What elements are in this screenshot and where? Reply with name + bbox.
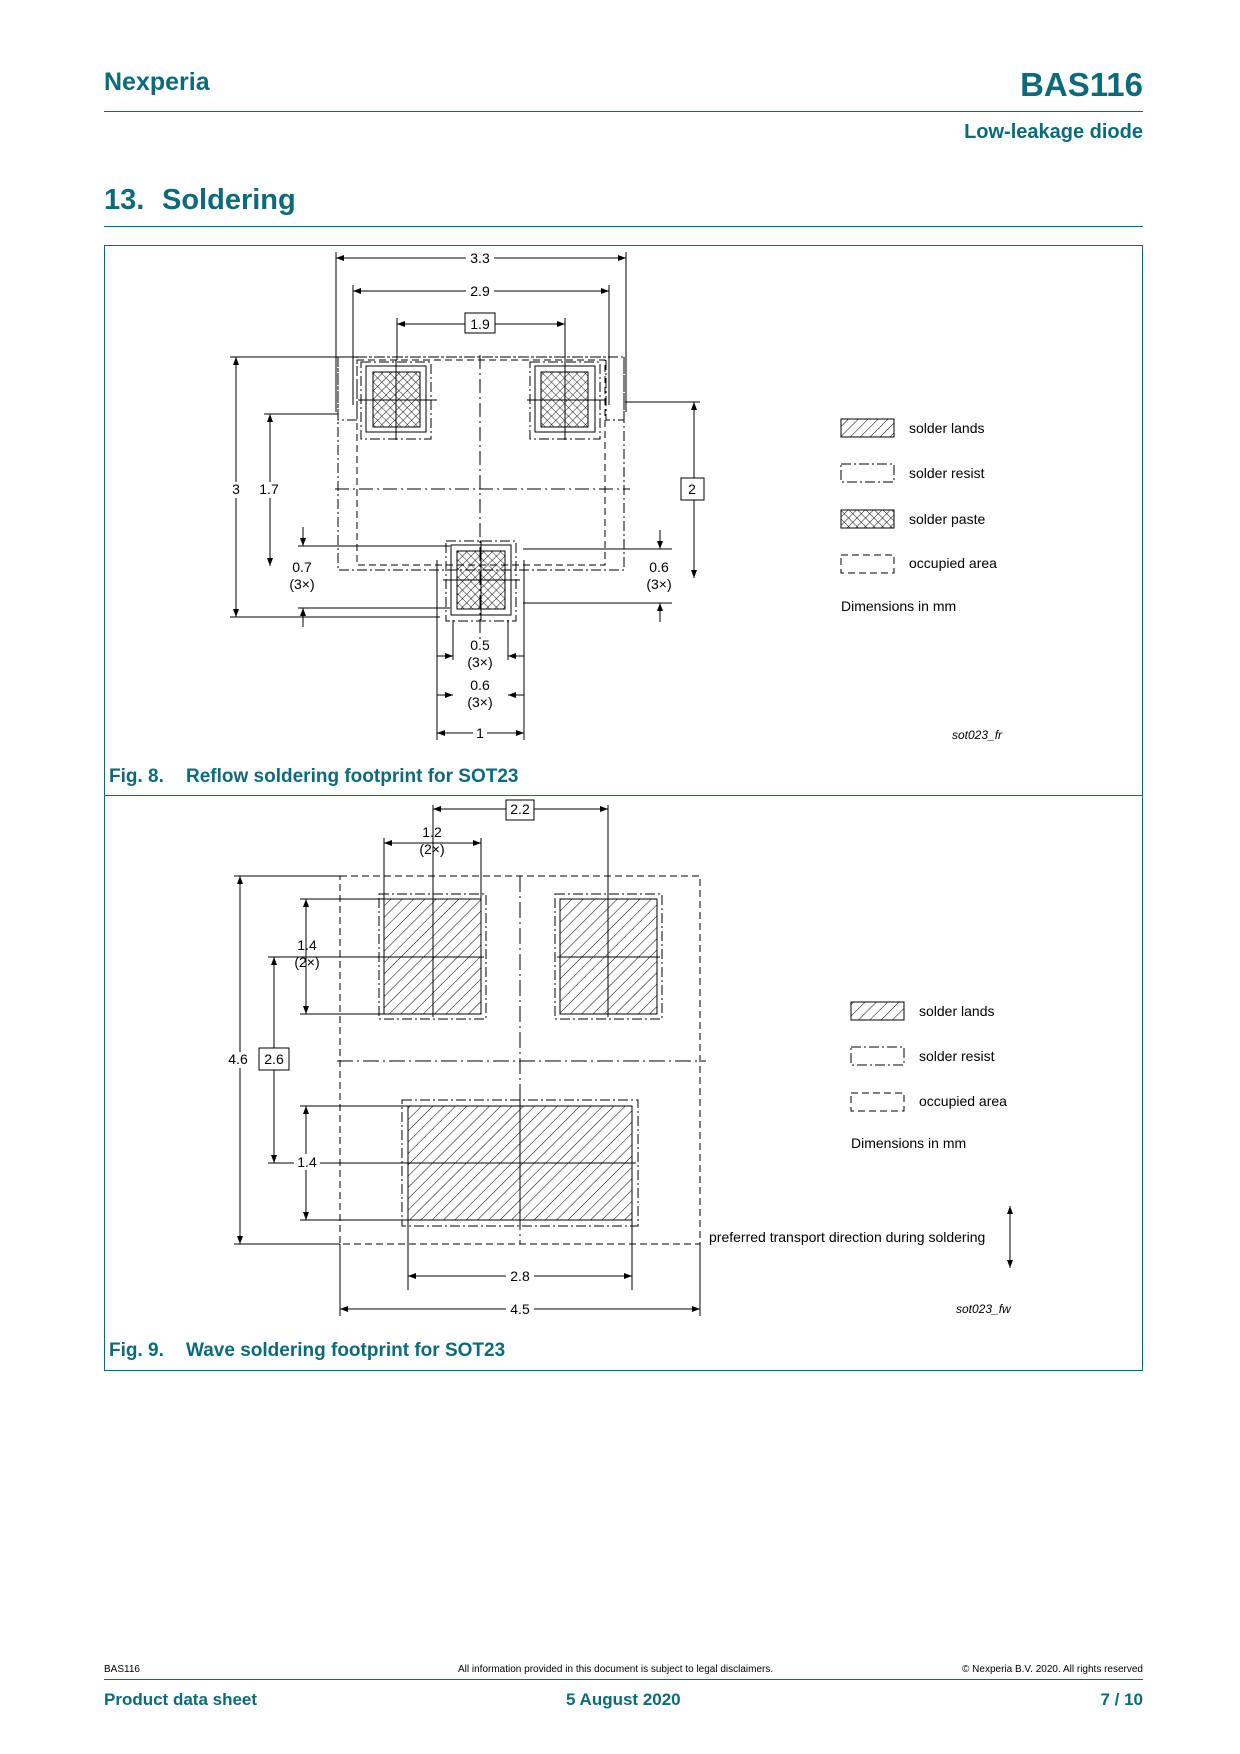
section-title: Soldering (162, 184, 296, 216)
footer-date: 5 August 2020 (566, 1690, 681, 1709)
wave-footprint-drawing: 2.2 1.2 (2×) 1.4 (2×) 4.6 2.6 1.4 2.8 4.… (228, 799, 1013, 1317)
product-title: BAS116 (1020, 66, 1143, 103)
transport-note: preferred transport direction during sol… (709, 1229, 985, 1245)
dim-4-5: 4.5 (510, 1301, 530, 1317)
dim-1-4-top: 1.4 (297, 937, 317, 953)
footer-doc-id: BAS116 (104, 1664, 140, 1675)
legend-solder-resist: solder resist (909, 465, 985, 481)
dim-0-6-right-mult: (3×) (646, 576, 671, 592)
dim-1-2: 1.2 (422, 824, 442, 840)
figure-caption: Fig. 9. Wave soldering footprint for SOT2… (109, 1340, 505, 1362)
product-subtitle: Low-leakage diode (964, 121, 1143, 143)
dim-2-2: 2.2 (510, 801, 530, 817)
dim-1: 1 (476, 725, 484, 741)
dim-2-6: 2.6 (264, 1051, 284, 1067)
legend-solder-paste: solder paste (909, 511, 985, 527)
footer-disclaimer: All information provided in this documen… (458, 1664, 774, 1675)
dim-0-6-bottom: 0.6 (470, 677, 490, 693)
figure-frame (104, 245, 1143, 1371)
dim-1-4-top-mult: (2×) (294, 954, 319, 970)
drawing-id: sot023_fw (956, 1302, 1012, 1316)
legend-occupied-area: occupied area (919, 1093, 1007, 1109)
dim-0-7: 0.7 (292, 559, 312, 575)
figure-title: Wave soldering footprint for SOT23 (186, 1340, 506, 1361)
units-note: Dimensions in mm (841, 598, 956, 614)
legend-solder-lands: solder lands (909, 420, 985, 436)
figure-title: Reflow soldering footprint for SOT23 (186, 766, 519, 787)
dim-1-4-bottom: 1.4 (297, 1154, 317, 1170)
units-note: Dimensions in mm (851, 1135, 966, 1151)
section-heading: 13. Soldering (104, 184, 296, 217)
legend-solder-lands: solder lands (919, 1003, 995, 1019)
dim-0-6-bottom-mult: (3×) (467, 694, 492, 710)
brand-name: Nexperia (104, 68, 210, 96)
dim-2-9: 2.9 (470, 283, 490, 299)
dim-0-6-right: 0.6 (649, 559, 669, 575)
dim-3-3: 3.3 (470, 250, 490, 266)
dim-1-2-mult: (2×) (419, 841, 444, 857)
drawing-id: sot023_fr (952, 728, 1003, 742)
dim-3: 3 (232, 481, 240, 497)
dim-4-6: 4.6 (228, 1051, 248, 1067)
dim-0-7-mult: (3×) (289, 576, 314, 592)
figure-caption: Fig. 8. Reflow soldering footprint for SO… (109, 766, 519, 788)
dim-0-5: 0.5 (470, 637, 490, 653)
dim-1-9: 1.9 (470, 316, 490, 332)
footer-doc-type: Product data sheet (104, 1690, 258, 1709)
footer-page-number: 7 / 10 (1100, 1690, 1143, 1709)
legend-occupied-area: occupied area (909, 555, 997, 571)
dim-2-8: 2.8 (510, 1268, 530, 1284)
header-divider (104, 111, 1143, 112)
figure-number: Fig. 8. (109, 766, 164, 787)
footer-copyright: © Nexperia B.V. 2020. All rights reserve… (962, 1664, 1143, 1675)
dim-2: 2 (688, 481, 696, 497)
section-divider (104, 226, 1143, 227)
figure-divider (104, 795, 1143, 796)
reflow-footprint-drawing: 3.3 2.9 1.9 3 1.7 2 0.7 (3×) 0.6 (3×) 0.… (228, 250, 1003, 742)
dim-0-5-mult: (3×) (467, 654, 492, 670)
figure-number: Fig. 9. (109, 1340, 164, 1361)
legend-solder-resist: solder resist (919, 1048, 995, 1064)
section-number: 13. (104, 184, 145, 216)
footer-divider (104, 1679, 1143, 1680)
dim-1-7: 1.7 (259, 481, 279, 497)
